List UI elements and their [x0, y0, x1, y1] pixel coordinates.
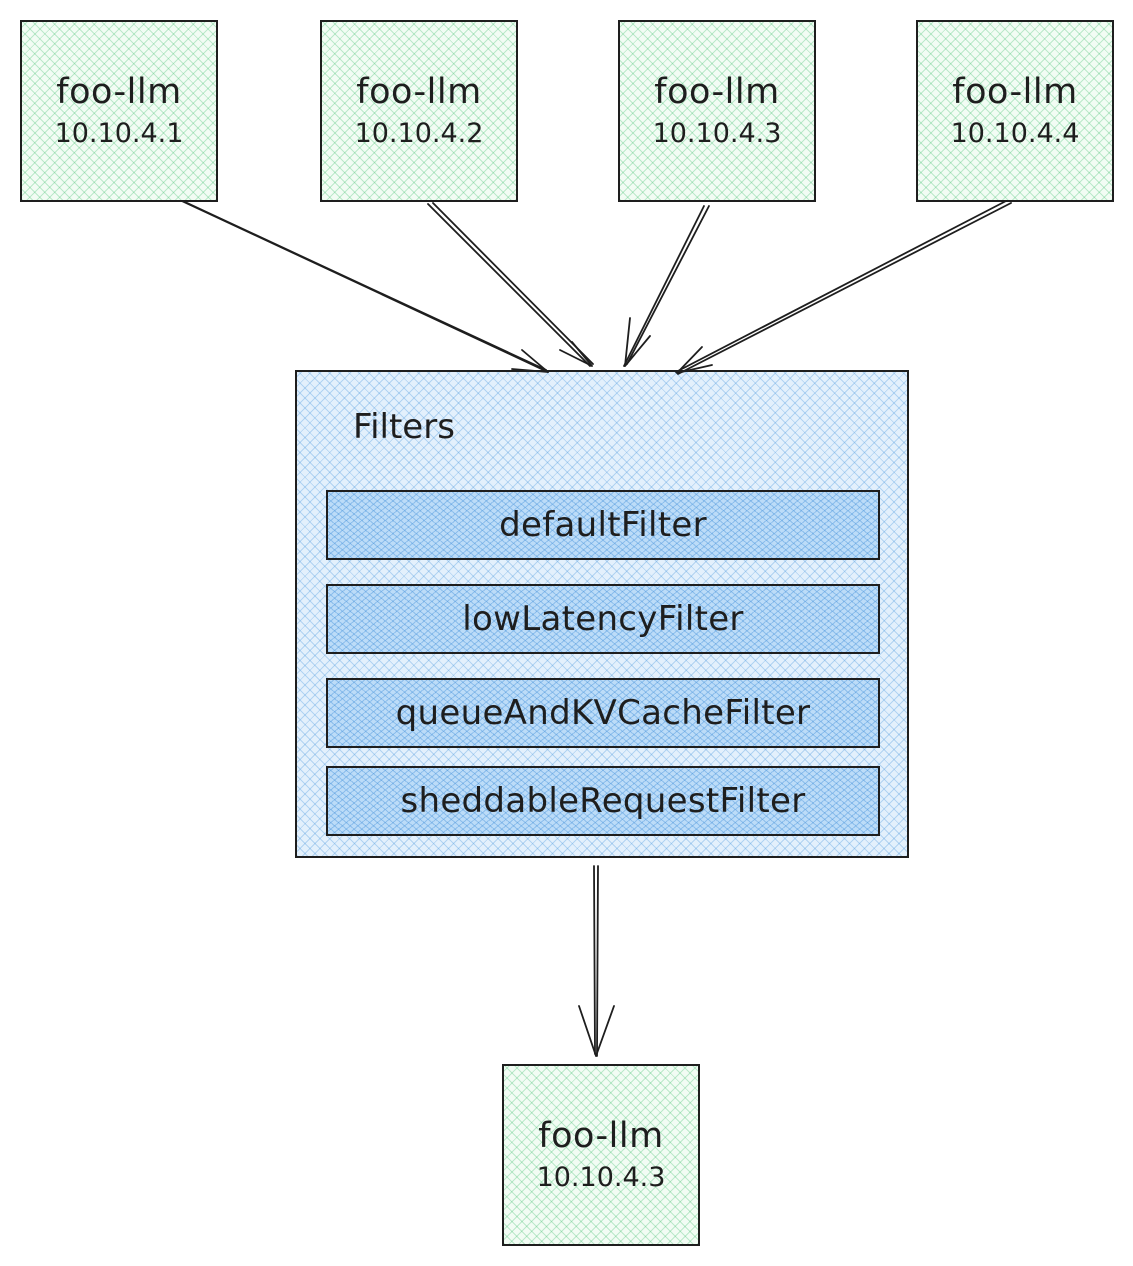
source-pod-1: foo-llm 10.10.4.1 — [20, 20, 218, 202]
pod-ip: 10.10.4.3 — [536, 1162, 666, 1193]
source-pod-4: foo-llm 10.10.4.4 — [916, 20, 1114, 202]
arrow-pod-3-to-filters — [623, 205, 710, 367]
source-pod-3: foo-llm 10.10.4.3 — [618, 20, 816, 202]
filter-default: defaultFilter — [326, 490, 880, 560]
filter-sheddable-request: sheddableRequestFilter — [326, 766, 880, 836]
arrow-filters-to-selected-pod — [578, 865, 615, 1057]
filter-low-latency: lowLatencyFilter — [326, 584, 880, 654]
pod-ip: 10.10.4.3 — [652, 118, 782, 149]
pod-name: foo-llm — [356, 72, 482, 112]
pod-ip: 10.10.4.4 — [950, 118, 1080, 149]
filter-queue-kv-cache: queueAndKVCacheFilter — [326, 678, 880, 748]
selected-pod: foo-llm 10.10.4.3 — [502, 1064, 700, 1246]
pod-name: foo-llm — [538, 1116, 664, 1156]
pod-name: foo-llm — [952, 72, 1078, 112]
pod-name: foo-llm — [56, 72, 182, 112]
pod-ip: 10.10.4.1 — [54, 118, 184, 149]
arrow-pod-1-to-filters — [181, 200, 549, 373]
arrow-pod-2-to-filters — [427, 202, 594, 367]
filters-panel: Filters defaultFilter lowLatencyFilter q… — [295, 370, 909, 858]
pod-name: foo-llm — [654, 72, 780, 112]
source-pod-2: foo-llm 10.10.4.2 — [320, 20, 518, 202]
arrow-pod-4-to-filters — [675, 200, 1012, 375]
filters-title: Filters — [353, 407, 455, 447]
pod-ip: 10.10.4.2 — [354, 118, 484, 149]
